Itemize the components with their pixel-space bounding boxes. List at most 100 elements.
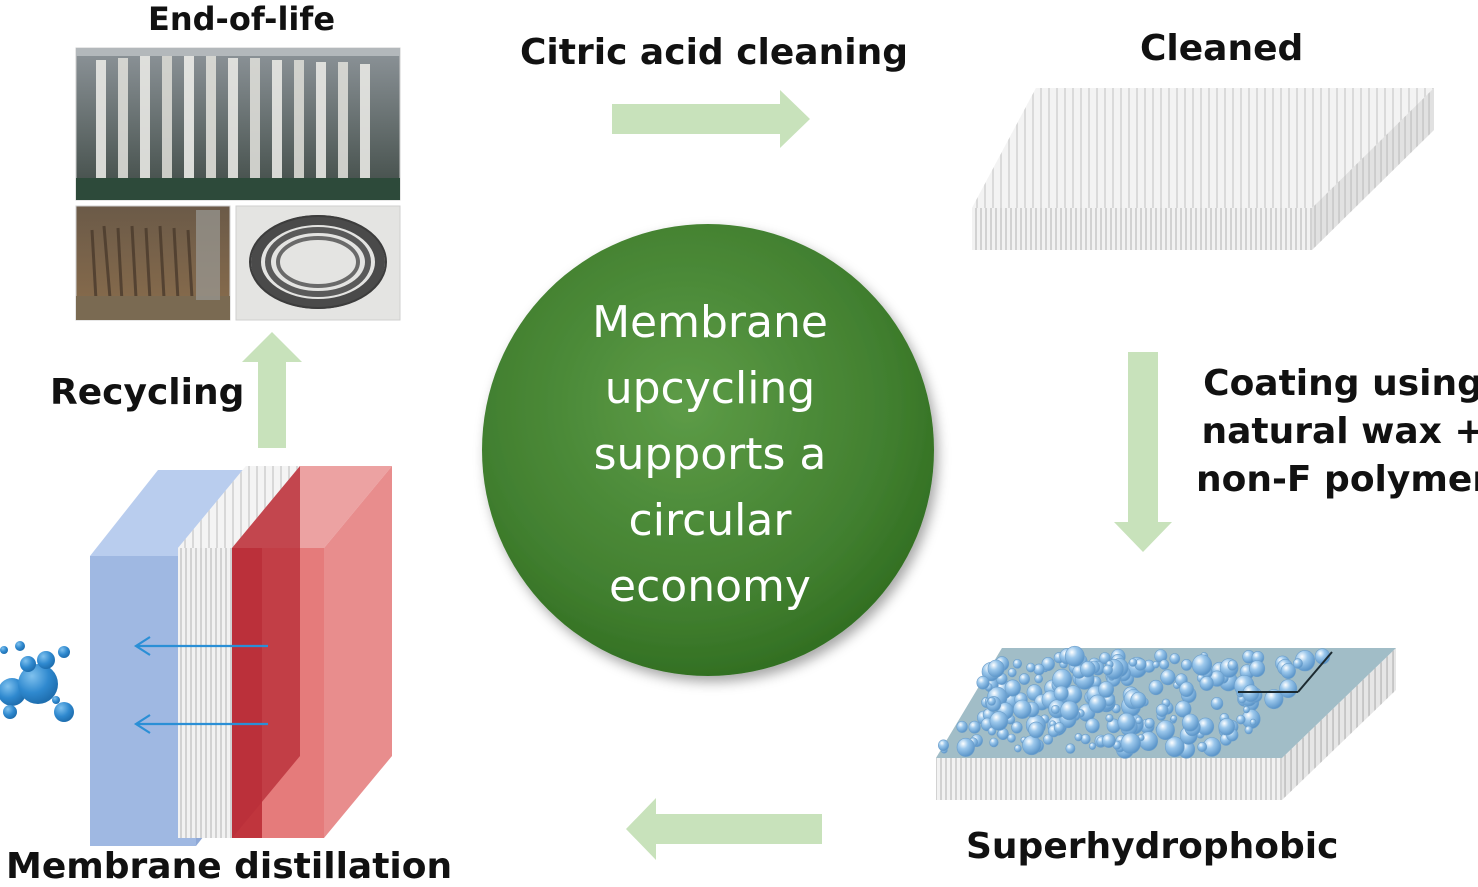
label-coating: Coating using natural wax + non-F polyme… — [1196, 360, 1478, 504]
surface-droplet — [1165, 736, 1185, 758]
label-membrane-distillation: Membrane distillation — [6, 846, 453, 887]
center-statement: Membrane upcycling supports a circular e… — [500, 290, 920, 620]
surface-droplet — [1264, 689, 1284, 710]
label-coating-line-1: Coating using — [1203, 363, 1478, 404]
surface-droplet — [1022, 735, 1042, 756]
surface-droplet — [1018, 673, 1031, 685]
surface-droplets — [937, 645, 1331, 759]
surface-droplet — [1102, 664, 1113, 676]
surface-droplet — [1043, 734, 1054, 745]
surface-droplet — [987, 697, 996, 706]
surface-droplet — [1280, 662, 1296, 679]
fiber-coil-photo — [235, 205, 401, 321]
surface-droplet — [1249, 660, 1266, 678]
surface-droplet — [1117, 712, 1136, 732]
surface-droplet — [1218, 717, 1235, 736]
surface-droplet — [1174, 700, 1192, 718]
surface-droplet — [1060, 700, 1079, 721]
label-coating-line-2: natural wax + — [1201, 411, 1478, 452]
surface-droplet — [1014, 744, 1022, 753]
surface-droplet — [1080, 733, 1091, 745]
surface-droplet — [1088, 694, 1107, 714]
fouled-fibers-photo — [75, 205, 231, 321]
membrane-distillation-module — [90, 466, 392, 846]
surface-droplet — [1181, 713, 1199, 732]
surface-droplet — [976, 675, 990, 690]
label-cleaned: Cleaned — [1140, 28, 1304, 69]
surface-droplet — [1080, 660, 1096, 678]
surface-droplet — [1180, 659, 1193, 671]
center-line-4: circular — [628, 495, 792, 546]
surface-droplet — [1034, 674, 1043, 684]
surface-droplet — [1098, 681, 1114, 698]
surface-droplet — [1179, 681, 1194, 697]
water-droplets-icon — [0, 641, 74, 722]
superhydrophobic-membrane-slab — [936, 645, 1396, 800]
surface-droplet — [1155, 703, 1169, 718]
surface-droplet — [1197, 741, 1208, 753]
surface-droplet — [937, 739, 949, 752]
surface-droplet — [1243, 705, 1250, 714]
center-line-5: economy — [609, 561, 811, 612]
surface-droplet — [1051, 704, 1060, 715]
surface-droplet — [1242, 684, 1260, 703]
surface-droplet — [956, 720, 968, 733]
surface-droplet — [1227, 659, 1238, 671]
surface-droplet — [1004, 679, 1021, 697]
surface-droplet — [1279, 679, 1298, 699]
surface-droplet — [1033, 663, 1045, 676]
surface-droplet — [1074, 733, 1083, 742]
arrow-left-return — [626, 798, 822, 860]
surface-droplet — [1135, 716, 1143, 725]
arrow-right-citric — [612, 90, 810, 148]
surface-droplet — [1065, 743, 1076, 754]
surface-droplet — [1159, 659, 1170, 670]
arrow-up-recycling — [242, 332, 302, 448]
arrow-down-coating — [1114, 352, 1172, 552]
surface-droplet — [1244, 725, 1253, 735]
surface-droplet — [1041, 656, 1055, 671]
surface-droplet — [1191, 654, 1213, 676]
membrane-module-rack-photo — [75, 47, 401, 201]
surface-droplet — [1156, 720, 1175, 741]
center-line-1: Membrane — [592, 297, 828, 348]
surface-droplet — [1160, 669, 1176, 686]
surface-droplet — [1012, 658, 1023, 669]
label-recycling: Recycling — [50, 372, 245, 413]
surface-droplet — [1152, 660, 1160, 669]
surface-droplet — [1089, 742, 1097, 750]
surface-droplet — [1210, 696, 1224, 710]
surface-droplet — [956, 737, 975, 757]
surface-droplet — [989, 711, 1009, 731]
surface-droplet — [1085, 718, 1100, 734]
surface-droplet — [1026, 662, 1036, 673]
surface-droplet — [1148, 679, 1164, 696]
surface-droplet — [1236, 714, 1246, 725]
surface-droplet — [1053, 722, 1065, 734]
surface-droplet — [1292, 658, 1303, 669]
surface-droplet — [1120, 732, 1141, 755]
surface-droplet — [1028, 721, 1045, 739]
surface-droplet — [1128, 658, 1138, 667]
surface-droplet — [1007, 733, 1016, 743]
surface-droplet — [1064, 645, 1085, 667]
surface-droplet — [1144, 718, 1155, 729]
center-circle — [482, 224, 934, 676]
label-end-of-life: End-of-life — [148, 0, 336, 38]
center-line-2: upcycling — [604, 363, 816, 414]
surface-droplet — [1013, 699, 1032, 719]
label-citric-acid-cleaning: Citric acid cleaning — [520, 32, 908, 73]
surface-droplet — [1101, 733, 1116, 748]
surface-droplet — [1053, 685, 1069, 702]
surface-droplet — [1130, 691, 1147, 709]
surface-droplet — [989, 737, 999, 748]
label-coating-line-3: non-F polymer — [1196, 459, 1478, 500]
surface-droplet — [1170, 714, 1178, 723]
surface-droplet — [968, 720, 981, 734]
surface-droplet — [1105, 713, 1114, 723]
surface-droplet — [1199, 676, 1214, 691]
surface-droplet — [987, 659, 1005, 678]
label-superhydrophobic: Superhydrophobic — [966, 826, 1339, 867]
center-line-3: supports a — [593, 429, 827, 480]
